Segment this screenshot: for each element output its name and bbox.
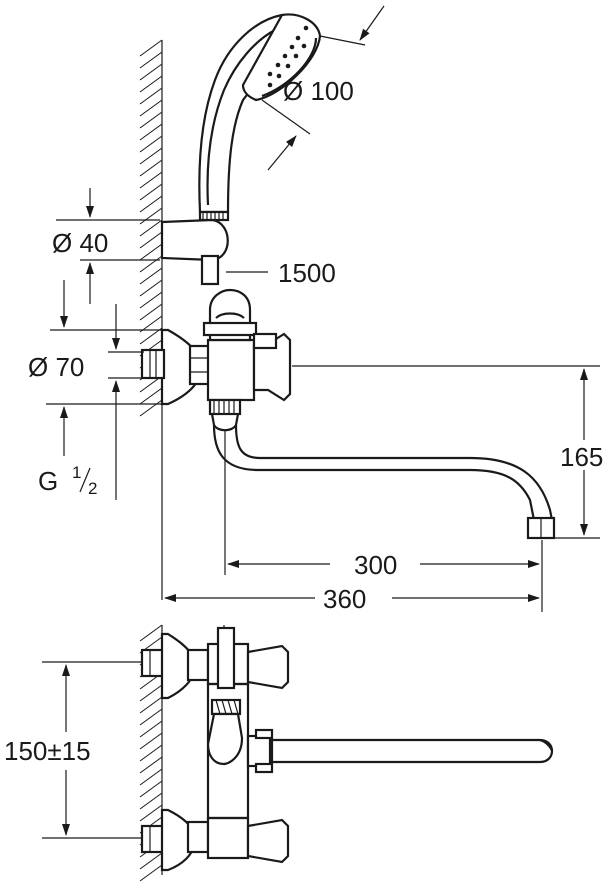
thread-denominator: 2 <box>88 479 97 498</box>
wall-hatch-line <box>139 387 163 405</box>
wall-hatch-line <box>139 75 163 93</box>
wall-hatch-line <box>139 303 163 321</box>
wall-hatch-line <box>139 159 163 177</box>
wall-hatch-line <box>139 399 163 417</box>
total-reach-label: 360 <box>323 584 366 614</box>
wall-hatch-line <box>139 279 163 297</box>
wall-hatch-line <box>139 243 163 261</box>
wall-hatch-line <box>139 207 163 225</box>
wall-hatch-line <box>139 39 163 57</box>
shower-head-nozzles <box>267 25 309 88</box>
wall-hatch-line <box>139 315 163 333</box>
wall-hatch-line <box>139 720 163 738</box>
hose-length-dimension: 1500 <box>226 258 336 288</box>
wall-hatch-line <box>139 183 163 201</box>
mixer-upper <box>140 288 292 432</box>
wall-hatch-line <box>139 756 163 774</box>
flange-diameter-label: Ø 70 <box>28 352 84 382</box>
wall-hatch-line <box>139 63 163 81</box>
wall-hatch-line <box>139 732 163 750</box>
wall-hatch-line <box>139 327 163 345</box>
wall-hatch-line <box>139 99 163 117</box>
wall-hatch-line <box>139 219 163 237</box>
wall-hatch-line <box>139 792 163 810</box>
spout-height-dimension: 165 <box>292 365 603 539</box>
wall-hatch-line <box>139 51 163 69</box>
wall-hatch-line <box>139 768 163 786</box>
wall-hatch-line <box>139 804 163 822</box>
hand-shower <box>198 13 322 222</box>
thread-numerator: 1 <box>72 463 81 482</box>
wall-hatch-line <box>139 195 163 213</box>
centres-dimension: 150±15 <box>4 661 142 839</box>
wall-hatch-line <box>139 255 163 273</box>
wall-hatch-line <box>139 267 163 285</box>
wall-hatch-line <box>139 780 163 798</box>
head-diameter-dimension: Ø 100 <box>261 5 385 171</box>
wall-hatch-line <box>139 111 163 129</box>
wall-hatch-line <box>139 231 163 249</box>
spout-reach-dimension: 300 <box>224 430 543 612</box>
wall-hatch-line <box>139 684 163 702</box>
centres-label: 150±15 <box>4 736 91 766</box>
wall-hatch-line <box>139 123 163 141</box>
wall-hatch-line <box>139 708 163 726</box>
shower-holder <box>160 218 229 286</box>
wall-hatch-line <box>139 87 163 105</box>
head-diameter-label: Ø 100 <box>283 76 354 106</box>
holder-diameter-dimension: Ø 40 <box>52 188 160 304</box>
holder-diameter-label: Ø 40 <box>52 228 108 258</box>
wall-hatch-line <box>139 852 163 870</box>
wall-hatch-line <box>139 744 163 762</box>
total-reach-dimension: 360 <box>164 584 540 614</box>
wall-hatch-line <box>139 864 163 882</box>
thread-label: G <box>38 466 58 496</box>
flange-diameter-dimension: Ø 70 <box>28 280 166 456</box>
spout-reach-label: 300 <box>354 550 397 580</box>
wall-hatch-line <box>139 291 163 309</box>
wall-hatch-line <box>139 171 163 189</box>
wall-hatch-line <box>139 696 163 714</box>
wall-hatch-line <box>139 135 163 153</box>
wall-hatch-line <box>139 147 163 165</box>
mixer-lower <box>140 625 554 872</box>
wall-hatch-line <box>139 624 163 642</box>
thread-dimension: G 1 2 <box>38 304 144 500</box>
hose-length-label: 1500 <box>278 258 336 288</box>
spout-height-label: 165 <box>560 442 603 472</box>
wall-upper <box>139 39 163 600</box>
spout-upper <box>212 424 556 540</box>
